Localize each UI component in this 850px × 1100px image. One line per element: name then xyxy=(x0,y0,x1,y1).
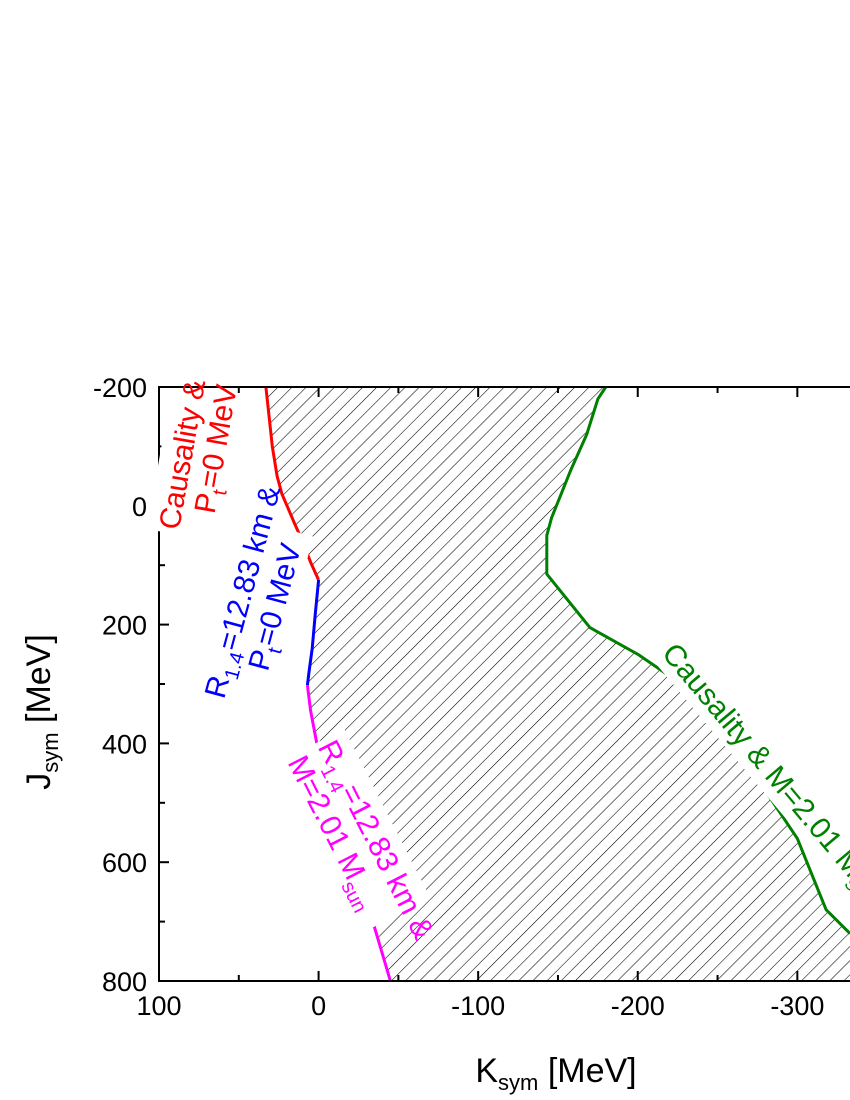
y-tick-label: 400 xyxy=(102,729,147,759)
y-tick-label: -200 xyxy=(93,373,147,403)
annotation-bg xyxy=(146,391,245,542)
y-tick-label: 200 xyxy=(102,611,147,641)
y-axis-title-main: J xyxy=(20,773,58,790)
x-axis-title-main: K xyxy=(475,1052,498,1090)
y-tick-label: 0 xyxy=(132,492,147,522)
x-tick-label: 0 xyxy=(311,991,326,1021)
y-axis-title-sub: sym xyxy=(38,732,63,772)
x-tick-label: -300 xyxy=(770,991,824,1021)
x-tick-label: -200 xyxy=(611,991,665,1021)
annotation-bg xyxy=(276,728,431,933)
annotation-bg xyxy=(650,631,850,858)
x-tick-label: -100 xyxy=(451,991,505,1021)
series-line-1 xyxy=(305,579,321,686)
x-axis-title: Ksym [MeV] xyxy=(475,1052,636,1095)
y-tick-label: 600 xyxy=(102,848,147,878)
annotation-causality-pt: Causality & Pt=0 MeV xyxy=(146,377,245,542)
annotation-bg xyxy=(193,517,314,716)
y-axis-title: Jsym [MeV] xyxy=(20,634,63,790)
x-tick-label: 100 xyxy=(136,991,181,1021)
plot-area: 100 0 -100 -200 -300 -200 0 200 400 600 800 xyxy=(93,373,850,1021)
x-axis-title-unit: [MeV] xyxy=(538,1052,636,1090)
x-axis-title-sub: sym xyxy=(498,1070,538,1095)
y-axis-title-unit: [MeV] xyxy=(20,634,58,732)
series-line-3 xyxy=(545,387,850,935)
allowed-region-hatch xyxy=(265,387,850,981)
ticks-layer: 100 0 -100 -200 -300 -200 0 200 400 600 800 xyxy=(93,373,824,1021)
y-tick-label: 800 xyxy=(102,967,147,997)
